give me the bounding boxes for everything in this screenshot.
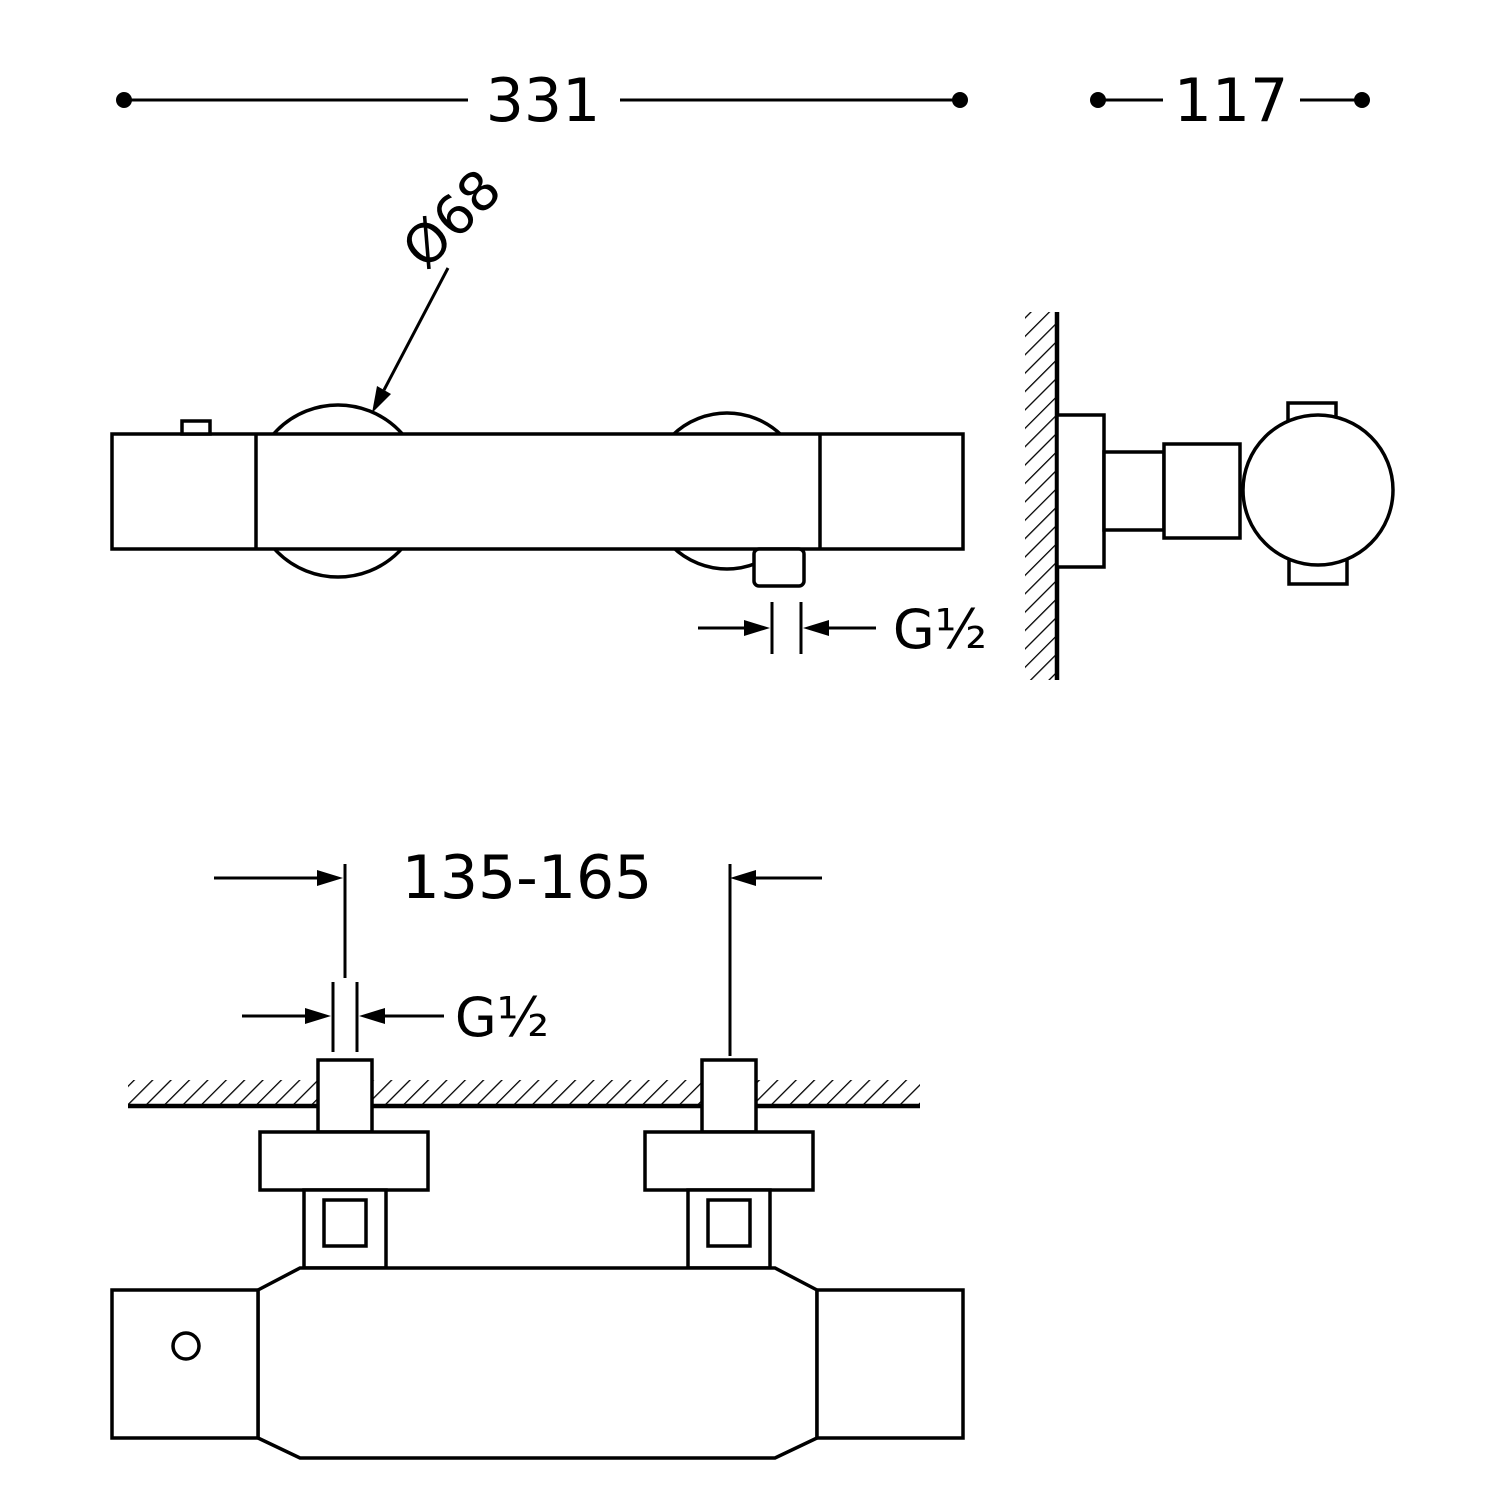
side-view	[1025, 312, 1395, 680]
mixer-body	[110, 432, 965, 551]
left-inlet-escutcheon	[258, 1130, 430, 1192]
arrowhead-right	[744, 620, 770, 636]
connector-neck	[1102, 450, 1166, 532]
arrowhead-left	[730, 870, 756, 886]
wall-escutcheon	[1055, 413, 1106, 569]
temperature-button	[180, 419, 212, 436]
right-union-socket	[706, 1198, 752, 1248]
right-endcap-top	[815, 1288, 965, 1440]
side-depth-dimension: 117	[1090, 66, 1370, 136]
left-endcap-top	[110, 1288, 260, 1440]
shower-outlet	[752, 547, 806, 588]
dimension-value-diameter: Ø68	[390, 157, 513, 280]
valve-body-side	[1162, 442, 1242, 540]
endcap-button-top	[171, 1331, 201, 1361]
diameter-callout: Ø68	[372, 157, 514, 413]
inlet-spacing-dimension: 135-165	[214, 843, 822, 1056]
leader-line	[382, 267, 450, 391]
dimension-value-331: 331	[486, 66, 601, 136]
front-width-dimension: 331	[116, 66, 968, 136]
arrowhead-left	[359, 1008, 385, 1024]
dimension-value-outlet-thread: G½	[893, 598, 987, 661]
handle-knob-side	[1241, 413, 1395, 567]
front-view	[110, 403, 965, 588]
left-inlet-stub	[316, 1058, 374, 1134]
arrowhead-right	[317, 870, 343, 886]
wall-hatching	[1025, 312, 1057, 680]
dimension-value-135-165: 135-165	[402, 843, 653, 913]
outlet-thread-callout: G½	[698, 598, 987, 661]
top-view	[110, 1058, 965, 1460]
dimension-value-117: 117	[1174, 66, 1289, 136]
arrowhead-left	[803, 620, 829, 636]
arrowhead-right	[305, 1008, 331, 1024]
right-inlet-escutcheon	[643, 1130, 815, 1192]
inlet-thread-callout: G½	[242, 982, 549, 1052]
mixer-barrel-top	[256, 1266, 819, 1460]
leader-arrowhead	[372, 386, 391, 413]
right-inlet-stub	[700, 1058, 758, 1134]
left-union-socket	[322, 1198, 368, 1248]
wall-hatching	[128, 1080, 920, 1106]
dimension-value-inlet-thread: G½	[455, 986, 549, 1049]
